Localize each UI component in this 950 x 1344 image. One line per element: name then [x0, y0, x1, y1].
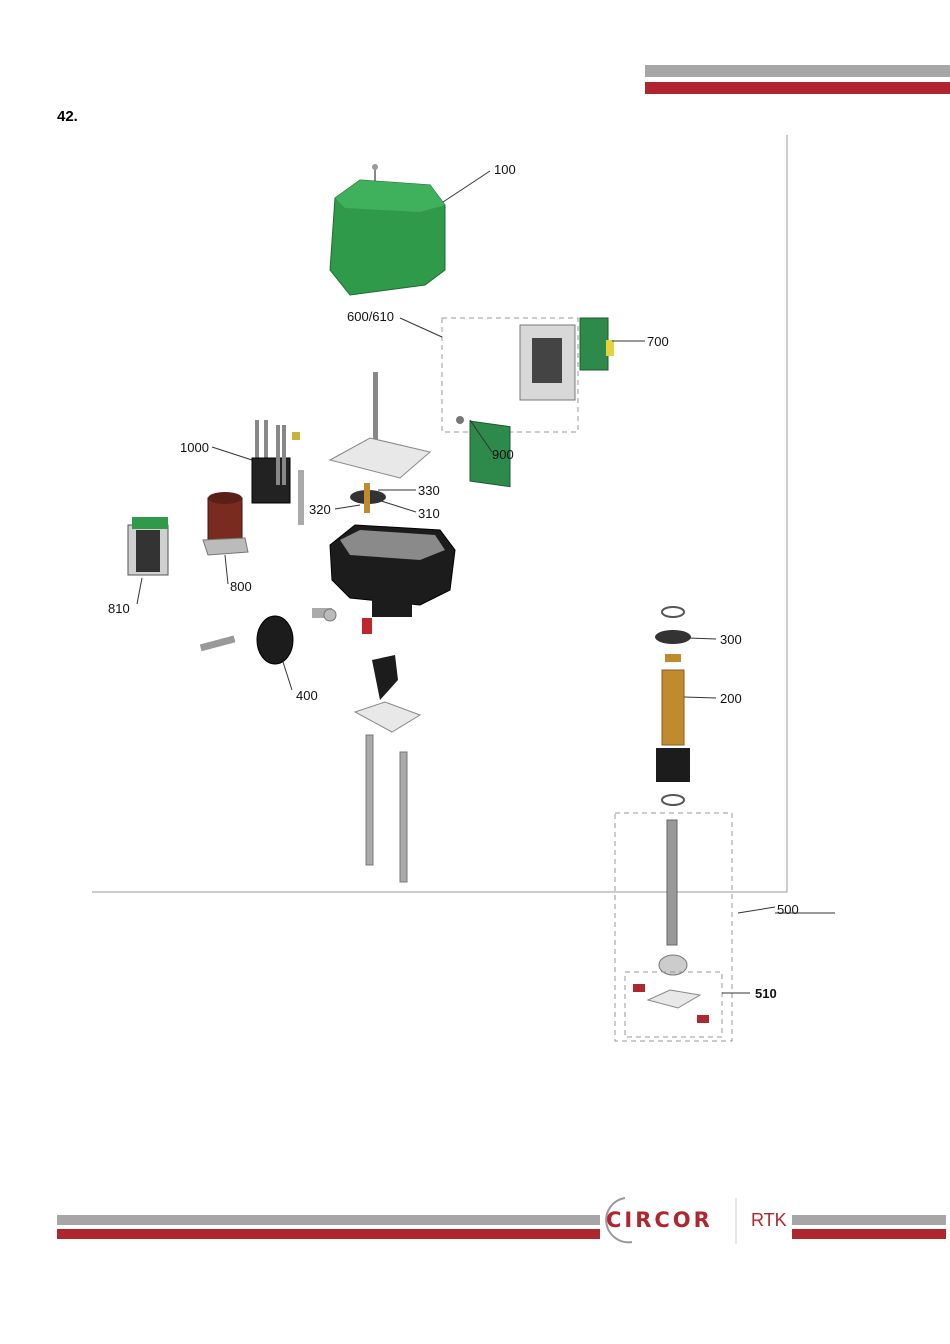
callout-600-610: 600/610: [347, 309, 394, 324]
callout-300: 300: [720, 632, 742, 647]
capacitor-810: [128, 517, 168, 604]
brand-logo-circor: CIRCOR: [606, 1208, 713, 1232]
brand-logo-rtk: RTK: [751, 1210, 787, 1231]
callout-510: 510: [755, 986, 777, 1001]
callout-100: 100: [494, 162, 516, 177]
callout-900: 900: [492, 447, 514, 462]
callout-810: 810: [108, 601, 130, 616]
footer-grey-bar-left: [57, 1215, 600, 1225]
callout-700: 700: [647, 334, 669, 349]
housing-body: [330, 525, 455, 617]
pcb-board-600: [470, 325, 575, 487]
motor-800: [203, 492, 248, 584]
callout-320: 320: [309, 502, 331, 517]
handwheel-400: [200, 608, 336, 690]
callout-200: 200: [720, 691, 742, 706]
callout-310: 310: [418, 506, 440, 521]
callout-1000: 1000: [180, 440, 209, 455]
footer-grey-bar-right: [792, 1215, 946, 1225]
callout-330: 330: [418, 483, 440, 498]
footer-red-bar-left: [57, 1229, 600, 1239]
callout-500: 500: [777, 902, 799, 917]
cover-part-100: [330, 164, 490, 295]
callout-400: 400: [296, 688, 318, 703]
footer-red-bar-right: [792, 1229, 946, 1239]
callout-800: 800: [230, 579, 252, 594]
